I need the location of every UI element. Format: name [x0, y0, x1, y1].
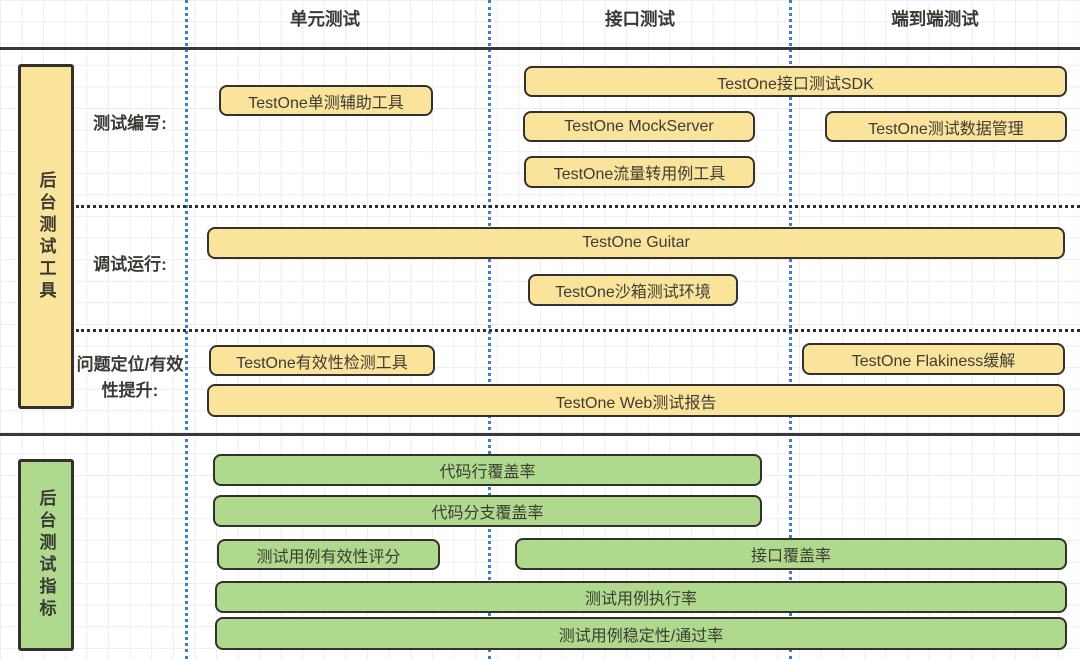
node-case-execution-rate: 测试用例执行率 [215, 581, 1067, 613]
row-label-problem-locating: 问题定位/有效性提升: [76, 355, 184, 400]
node-testone-sandbox-env: TestOne沙箱测试环境 [528, 274, 738, 306]
node-testone-unit-helper: TestOne单测辅助工具 [219, 85, 433, 116]
header-divider-line [0, 47, 1080, 50]
node-line-coverage: 代码行覆盖率 [213, 454, 762, 486]
row-label-test-writing: 测试编写: [93, 114, 167, 133]
node-case-validity-score: 测试用例有效性评分 [217, 539, 440, 570]
column-header-e2e-test: 端到端测试 [891, 9, 979, 29]
sidebar-metrics-bar: 后台测试指标 [18, 459, 74, 651]
node-testone-test-data-mgmt: TestOne测试数据管理 [825, 111, 1067, 142]
column-header-api-test: 接口测试 [605, 9, 675, 29]
node-testone-traffic-to-case: TestOne流量转用例工具 [524, 156, 755, 188]
sidebar-tools-bar: 后台测试工具 [18, 64, 74, 409]
node-testone-validity-check: TestOne有效性检测工具 [209, 345, 435, 376]
node-testone-flakiness: TestOne Flakiness缓解 [802, 343, 1065, 375]
node-testone-api-sdk: TestOne接口测试SDK [524, 66, 1067, 97]
row-label-debug-run: 调试运行: [93, 255, 167, 274]
node-testone-mockserver: TestOne MockServer [523, 111, 755, 142]
node-case-stability-pass-rate: 测试用例稳定性/通过率 [215, 617, 1067, 650]
row-divider-2 [76, 329, 1080, 332]
node-testone-web-report: TestOne Web测试报告 [207, 384, 1065, 417]
node-testone-guitar: TestOne Guitar [207, 227, 1065, 259]
node-api-coverage: 接口覆盖率 [515, 538, 1067, 570]
node-branch-coverage: 代码分支覆盖率 [213, 495, 762, 527]
section-divider-line [0, 433, 1080, 436]
row-divider-1 [76, 205, 1080, 208]
sidebar-tools-label: 后台测试工具 [36, 170, 56, 303]
column-header-unit-test: 单元测试 [290, 9, 360, 29]
sidebar-metrics-label: 后台测试指标 [36, 489, 56, 621]
